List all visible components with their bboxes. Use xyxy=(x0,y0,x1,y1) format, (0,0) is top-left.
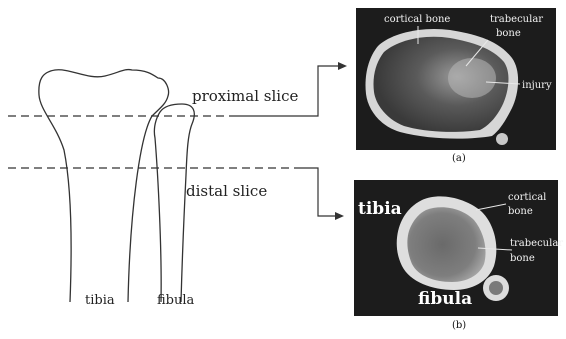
panel-a-caption: (a) xyxy=(452,153,466,164)
tibia-label: tibia xyxy=(85,293,115,308)
panel-a-fibula-section xyxy=(496,133,508,145)
panel-a: cortical bone trabecular bone injury (a) xyxy=(356,8,556,164)
proximal-arrowhead xyxy=(338,62,347,70)
panel-a-trabecular-label-line1: trabecular xyxy=(490,14,543,25)
panel-b-caption: (b) xyxy=(452,320,466,331)
panel-b-trabecular-label-line2: bone xyxy=(510,253,535,264)
distal-slice-label: distal slice xyxy=(186,182,267,200)
panel-b: tibia fibula cortical bone trabecular bo… xyxy=(354,180,563,331)
panel-a-injury-label: injury xyxy=(522,80,552,91)
distal-arrow xyxy=(300,168,336,216)
fibula-outline xyxy=(154,104,194,302)
proximal-slice-label: proximal slice xyxy=(192,87,298,105)
panel-b-cortical-label-line2: bone xyxy=(508,206,533,217)
tibia-outline xyxy=(39,70,169,302)
panel-a-trabecular-label-line2: bone xyxy=(496,28,521,39)
panel-b-tibia-label: tibia xyxy=(358,199,402,219)
panel-b-cortical-label-line1: cortical xyxy=(508,192,546,203)
panel-a-injury-region xyxy=(448,58,496,98)
panel-b-trabecular-label-line1: trabecular xyxy=(510,238,563,249)
panel-a-cortical-label: cortical bone xyxy=(384,14,450,25)
fibula-label: fibula xyxy=(157,293,195,308)
distal-arrowhead xyxy=(335,212,344,220)
panel-b-fibula-label: fibula xyxy=(418,289,472,309)
panel-b-fibula-core xyxy=(489,281,503,295)
